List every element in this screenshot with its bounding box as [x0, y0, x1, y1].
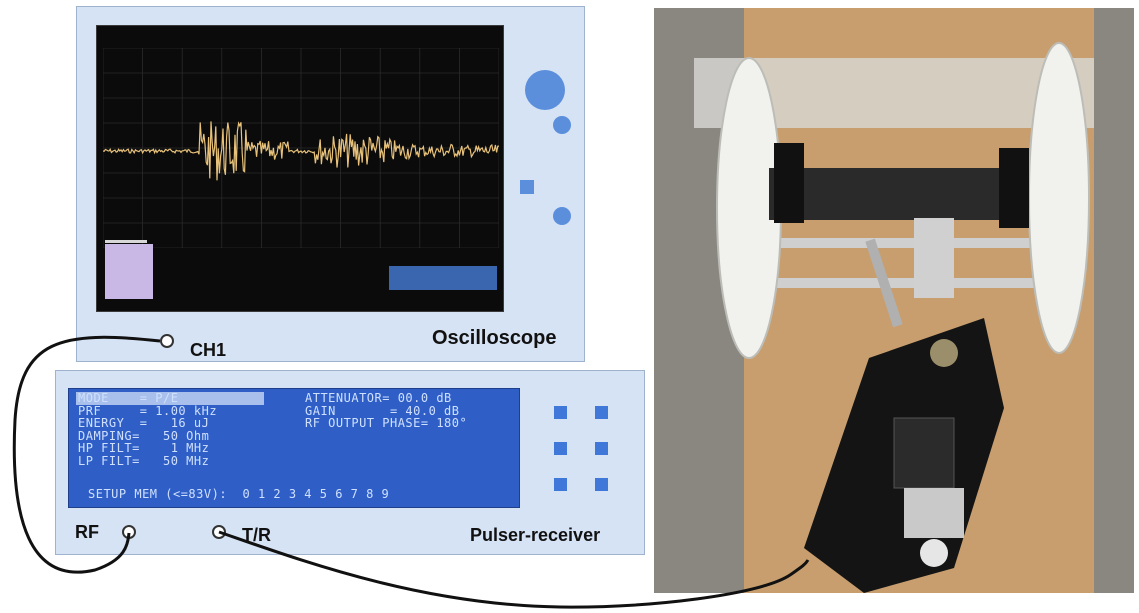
lcd-line: LP FILT= 50 MHz	[78, 453, 210, 468]
lcd-line: PRF = 1.00 kHz	[78, 403, 218, 418]
lcd-line: MODE = P/E	[78, 391, 179, 405]
lcd-line: ATTENUATOR= 00.0 dB	[305, 391, 452, 405]
pulser-button-icon	[595, 406, 608, 419]
ch1-to-rf-cable	[12, 335, 161, 574]
small-knob-icon	[553, 207, 571, 225]
lcd-left-column: MODE = P/E PRF = 1.00 kHz ENERGY = 16 uJ…	[78, 392, 217, 467]
channel-info-header	[105, 240, 147, 243]
oscilloscope-screen	[96, 25, 504, 312]
waveform-trace	[103, 121, 499, 181]
mode-highlight	[76, 392, 264, 405]
ch1-port	[160, 334, 174, 348]
square-button-icon	[520, 180, 534, 194]
pulser-button-icon	[595, 478, 608, 491]
oscilloscope-label: Oscilloscope	[432, 327, 557, 349]
lcd-line: HP FILT= 1 MHz	[78, 441, 210, 455]
ch1-label: CH1	[190, 340, 227, 360]
small-knob-icon	[553, 116, 571, 134]
lcd-right-column: ATTENUATOR= 00.0 dB GAIN = 40.0 dB RF OU…	[305, 392, 467, 430]
test-setup-photo	[654, 8, 1134, 593]
pulser-button-icon	[554, 406, 567, 419]
tr-to-transducer-cable	[218, 530, 810, 609]
oscilloscope-grid	[103, 48, 499, 248]
tr-label: T/R	[242, 525, 271, 545]
lcd-line: GAIN = 40.0 dB	[305, 403, 460, 418]
pulser-receiver-label: Pulser-receiver	[470, 525, 601, 545]
rf-label: RF	[75, 522, 99, 542]
pulser-button-icon	[554, 442, 567, 455]
lcd-line: DAMPING= 50 Ohm	[78, 428, 210, 443]
large-knob-icon	[525, 70, 565, 110]
pulser-button-icon	[595, 442, 608, 455]
channel-info-box	[105, 244, 153, 299]
pulser-lcd-screen	[68, 388, 520, 508]
measurement-box	[389, 266, 497, 290]
lcd-line: ENERGY = 16 uJ	[78, 416, 210, 430]
lcd-setup-mem: SETUP MEM (<=83V): 0 1 2 3 4 5 6 7 8 9	[88, 487, 390, 501]
lcd-line: RF OUTPUT PHASE= 180°	[305, 416, 468, 430]
pulser-button-icon	[554, 478, 567, 491]
